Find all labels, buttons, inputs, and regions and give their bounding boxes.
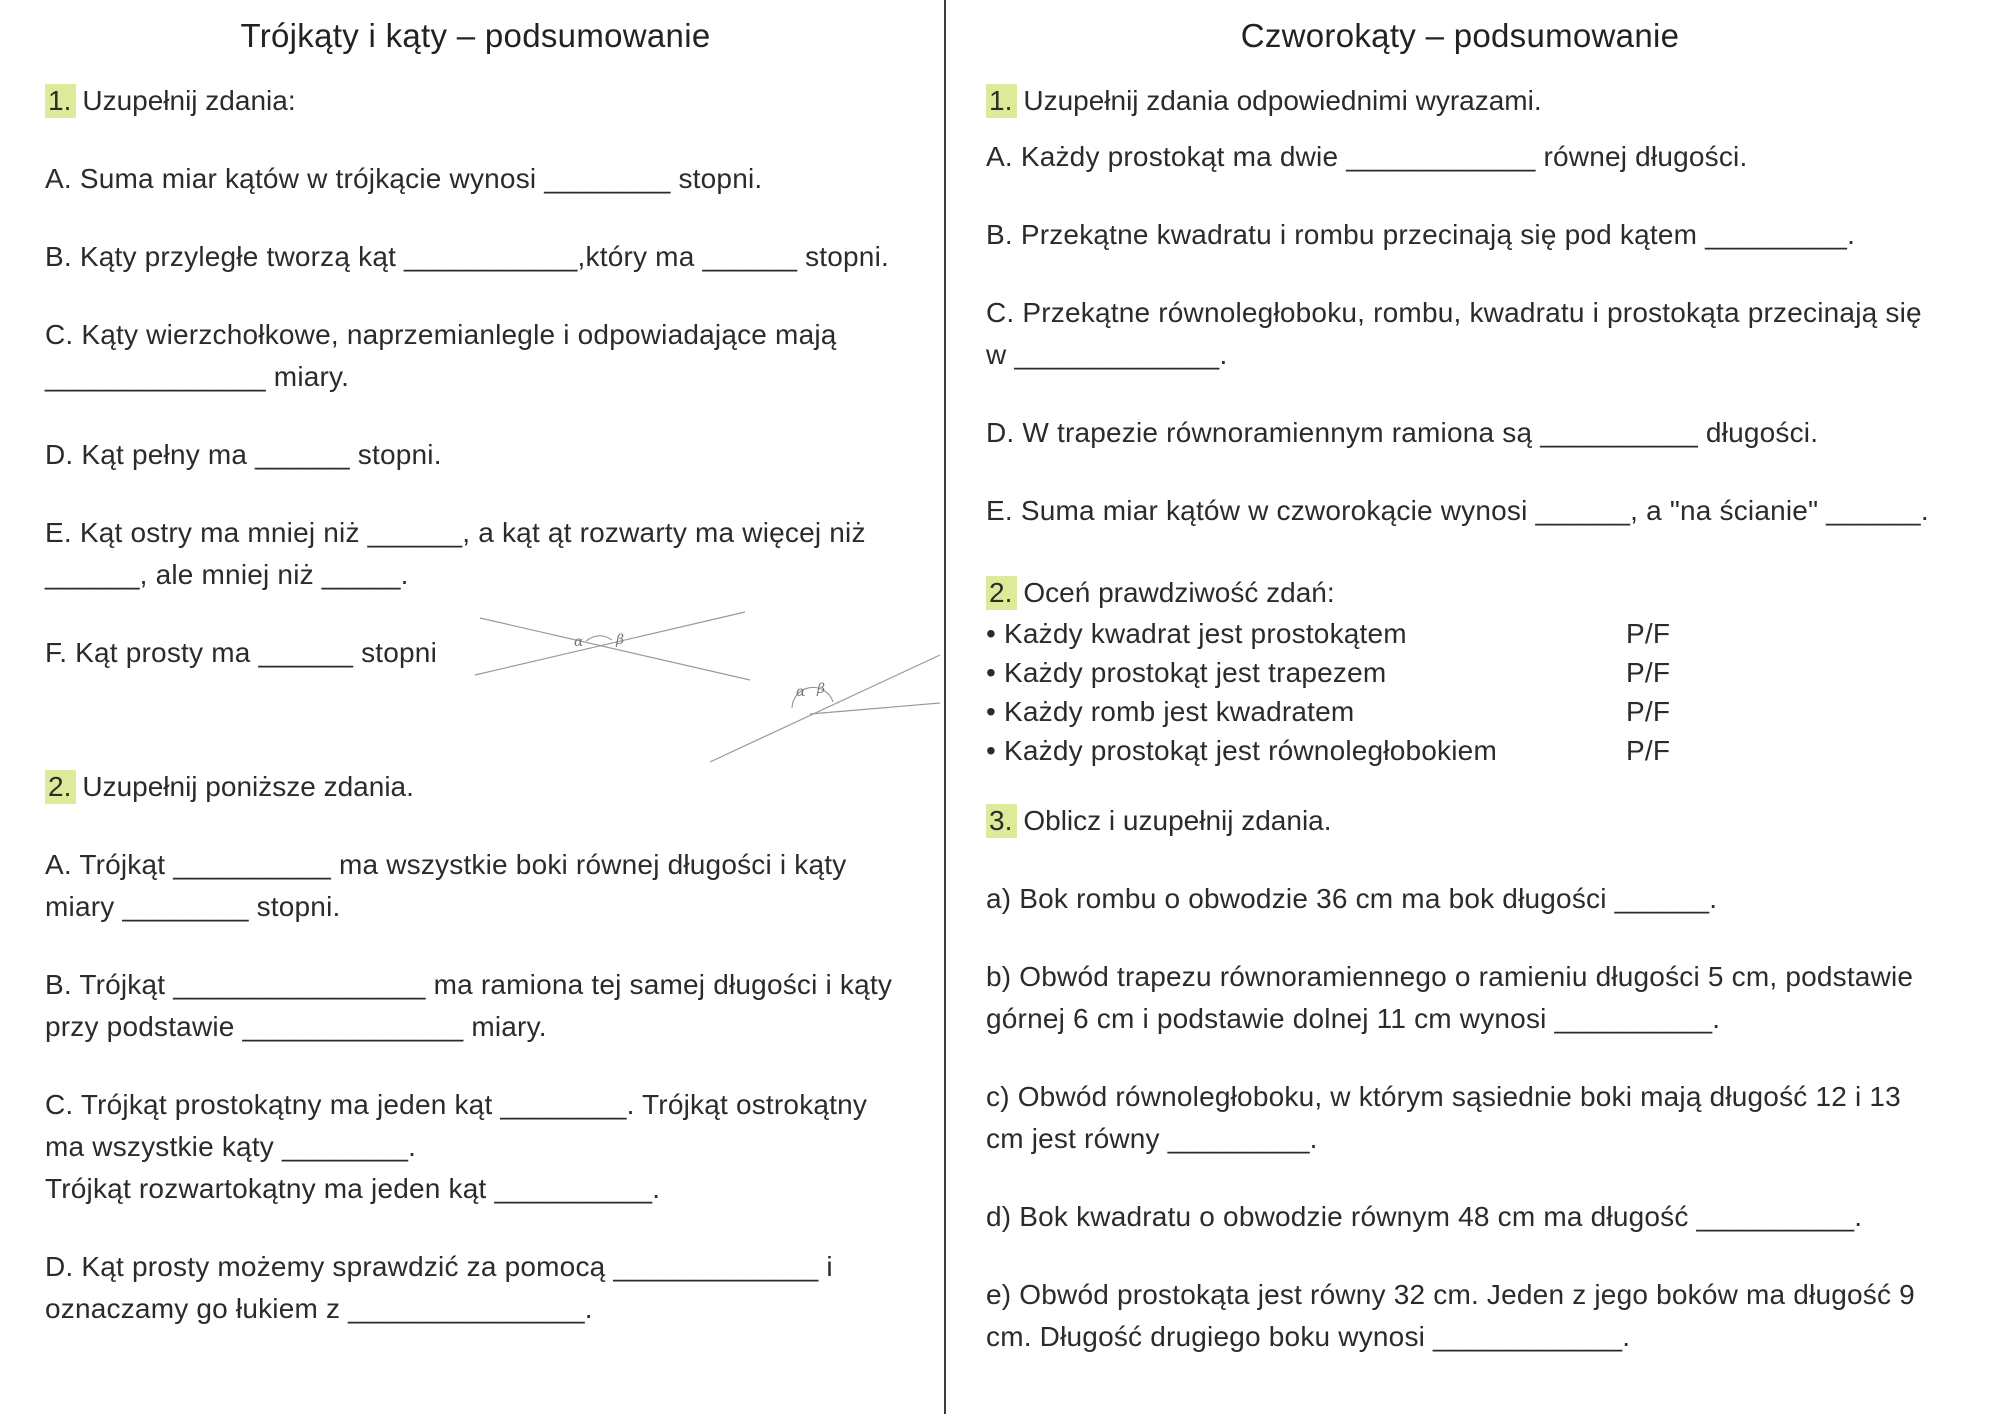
right-item-1c: C. Przekątne równoległoboku, rombu, kwad… (986, 297, 1922, 370)
right-item-3b: b) Obwód trapezu równoramiennego o ramie… (986, 961, 1914, 1034)
right-section-2-heading-text: Oceń prawdziwość zdań: (1023, 577, 1335, 608)
right-section-3-heading-text: Oblicz i uzupełnij zdania. (1023, 805, 1332, 836)
true-false-row: • Każdy kwadrat jest prostokątem P/F (986, 614, 1934, 653)
pf-options: P/F (1626, 696, 1671, 727)
alpha-label-2: α (796, 684, 806, 700)
right-column: Czworokąty – podsumowanie 1.Uzupełnij zd… (946, 0, 2000, 1414)
true-false-row: • Każdy prostokąt jest równoległobokiem … (986, 731, 1934, 770)
statement-text: • Każdy romb jest kwadratem (986, 696, 1355, 727)
right-item-3a: a) Bok rombu o obwodzie 36 cm ma bok dłu… (986, 883, 1718, 914)
left-section-2-heading: 2.Uzupełnij poniższe zdania. (45, 766, 906, 808)
right-item-3c: c) Obwód równoległoboku, w którym sąsied… (986, 1081, 1901, 1154)
pf-options: P/F (1626, 618, 1671, 649)
right-section-3-number: 3. (986, 804, 1018, 838)
right-item-1b: B. Przekątne kwadratu i rombu przecinają… (986, 219, 1856, 250)
left-item-2d: D. Kąt prosty możemy sprawdzić za pomocą… (45, 1251, 833, 1324)
left-item-1c: C. Kąty wierzchołkowe, naprzemianlegle i… (45, 319, 837, 392)
left-item-1f: F. Kąt prosty ma ______ stopni (45, 637, 437, 668)
right-section-1-heading-text: Uzupełnij zdania odpowiednimi wyrazami. (1023, 85, 1542, 116)
pf-options: P/F (1626, 735, 1671, 766)
left-item-1d: D. Kąt pełny ma ______ stopni. (45, 439, 442, 470)
right-section-1-number: 1. (986, 84, 1018, 118)
statement-text: • Każdy prostokąt jest trapezem (986, 657, 1387, 688)
angle-sketches-figure: α β α β (470, 600, 950, 785)
angle-sketches-svg: α β α β (474, 611, 941, 763)
angle-arc-2 (791, 686, 834, 709)
true-false-row: • Każdy romb jest kwadratem P/F (986, 692, 1934, 731)
pf-options: P/F (1626, 657, 1671, 688)
right-section-2-heading: 2.Oceń prawdziwość zdań: (986, 572, 1934, 614)
left-item-1e: E. Kąt ostry ma mniej niż ______, a kąt … (45, 517, 866, 590)
left-section-1-heading-text: Uzupełnij zdania: (82, 85, 296, 116)
left-item-2a: A. Trójkąt __________ ma wszystkie boki … (45, 849, 847, 922)
left-worksheet-title: Trójkąty i kąty – podsumowanie (240, 17, 711, 54)
left-section-2-number: 2. (45, 770, 77, 804)
statement-text: • Każdy kwadrat jest prostokątem (986, 618, 1407, 649)
beta-label-2: β (816, 681, 825, 697)
left-item-2b: B. Trójkąt ________________ ma ramiona t… (45, 969, 893, 1042)
left-item-2c: C. Trójkąt prostokątny ma jeden kąt ____… (45, 1089, 868, 1204)
true-false-list: • Każdy kwadrat jest prostokątem P/F • K… (986, 614, 1934, 770)
statement-text: • Każdy prostokąt jest równoległobokiem (986, 735, 1497, 766)
right-item-1e: E. Suma miar kątów w czworokącie wynosi … (986, 495, 1929, 526)
true-false-row: • Każdy prostokąt jest trapezem P/F (986, 653, 1934, 692)
right-section-1-heading: 1.Uzupełnij zdania odpowiednimi wyrazami… (986, 80, 1934, 122)
left-section-2-heading-text: Uzupełnij poniższe zdania. (82, 771, 414, 802)
angle-ray (809, 702, 941, 715)
left-column: Trójkąty i kąty – podsumowanie 1.Uzupełn… (0, 0, 944, 1414)
left-section-1-heading: 1.Uzupełnij zdania: (45, 80, 906, 122)
right-section-3-heading: 3.Oblicz i uzupełnij zdania. (986, 800, 1934, 842)
right-item-3d: d) Bok kwadratu o obwodzie równym 48 cm … (986, 1201, 1863, 1232)
column-divider (944, 0, 946, 1414)
left-item-1a: A. Suma miar kątów w trójkącie wynosi __… (45, 163, 763, 194)
right-item-1a: A. Każdy prostokąt ma dwie ____________ … (986, 141, 1748, 172)
left-section-1-number: 1. (45, 84, 77, 118)
right-worksheet-title: Czworokąty – podsumowanie (1240, 17, 1680, 54)
right-item-1d: D. W trapezie równoramiennym ramiona są … (986, 417, 1819, 448)
left-item-1b: B. Kąty przyległe tworzą kąt ___________… (45, 241, 889, 272)
right-item-3e: e) Obwód prostokąta jest równy 32 cm. Je… (986, 1279, 1915, 1352)
right-section-2-number: 2. (986, 576, 1018, 610)
